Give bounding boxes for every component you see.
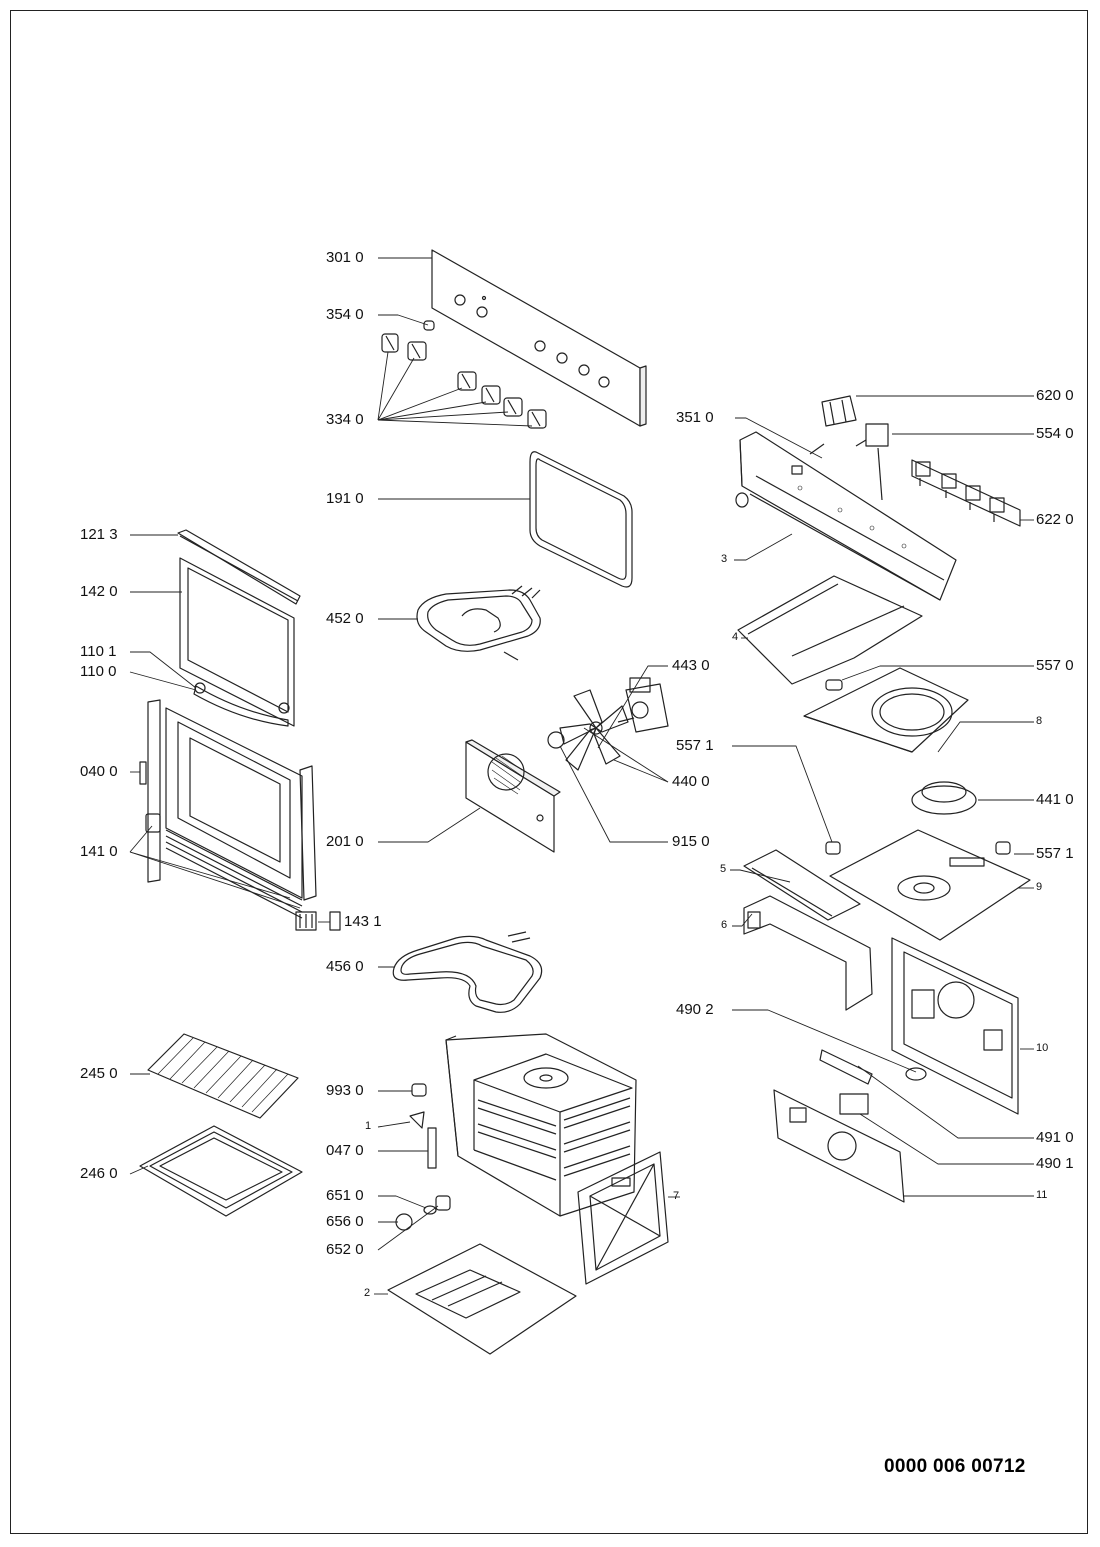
label-4400: 440 0	[672, 773, 710, 790]
thermostat	[855, 423, 889, 501]
lower-heating-element	[392, 931, 543, 1013]
bottom-plate	[387, 1243, 577, 1355]
label-6560: 656 0	[326, 1213, 364, 1230]
label-6200: 620 0	[1036, 387, 1074, 404]
fan-nut	[547, 731, 565, 749]
label-9930: 993 0	[326, 1082, 364, 1099]
air-duct	[743, 849, 861, 921]
label-6510: 651 0	[326, 1187, 364, 1204]
door-gasket	[529, 451, 633, 588]
label-1101: 110 1	[80, 643, 117, 660]
side-bracket	[743, 895, 873, 1011]
cavity-rear-plate	[577, 1151, 669, 1285]
label-4410: 441 0	[1036, 791, 1074, 808]
label-5571-right: 557 1	[1036, 845, 1074, 862]
label-2460: 246 0	[80, 1165, 118, 1182]
label-4910: 491 0	[1036, 1129, 1074, 1146]
label-10: 10	[1036, 1042, 1049, 1054]
document-number: 0000 006 00712	[884, 1456, 1026, 1477]
label-1410: 141 0	[80, 843, 118, 860]
label-2: 2	[364, 1287, 371, 1299]
label-3340: 334 0	[326, 411, 364, 428]
drawing-frame	[10, 10, 1088, 1534]
label-1100: 110 0	[80, 663, 117, 680]
label-1910: 191 0	[326, 490, 364, 507]
control-board	[773, 1089, 905, 1203]
cooling-fan	[911, 781, 977, 815]
rear-panel	[891, 937, 1019, 1115]
fan-cover-panel	[465, 739, 561, 853]
label-2010: 201 0	[326, 833, 364, 850]
label-3010: 301 0	[326, 249, 364, 266]
label-6220: 622 0	[1036, 511, 1074, 528]
oven-cavity	[445, 1033, 637, 1217]
label-6520: 652 0	[326, 1241, 364, 1258]
label-1420: 142 0	[80, 583, 118, 600]
electronic-parts	[819, 1049, 927, 1115]
label-4901: 490 1	[1036, 1155, 1074, 1172]
thermal-cutout	[825, 679, 843, 691]
label-1: 1	[365, 1120, 372, 1132]
label-3: 3	[721, 553, 728, 565]
top-heat-shield	[737, 575, 923, 685]
label-4902: 490 2	[676, 1001, 714, 1018]
label-4: 4	[732, 631, 739, 643]
label-1213: 121 3	[80, 526, 118, 543]
label-7: 7	[673, 1190, 680, 1202]
label-9: 9	[1036, 881, 1043, 893]
outer-door-glass	[179, 557, 295, 727]
selector-switch	[821, 395, 857, 427]
door-top-trim	[177, 529, 301, 605]
label-4430: 443 0	[672, 657, 710, 674]
label-5570: 557 0	[1036, 657, 1074, 674]
inner-door-assembly	[145, 699, 317, 931]
leader-lines	[129, 257, 1034, 1295]
control-chassis	[735, 431, 957, 601]
fan-blade	[559, 689, 629, 771]
label-5: 5	[720, 863, 727, 875]
label-1431: 143 1	[344, 913, 382, 930]
top-heating-element	[416, 585, 541, 661]
switch-bank	[911, 459, 1021, 527]
label-3510: 351 0	[676, 409, 714, 426]
small-parts	[395, 1083, 451, 1231]
label-6: 6	[721, 919, 728, 931]
label-8: 8	[1036, 715, 1043, 727]
indicator-lamp	[423, 320, 435, 331]
label-0400: 040 0	[80, 763, 118, 780]
door-handle	[193, 682, 290, 727]
label-2450: 245 0	[80, 1065, 118, 1082]
hinge-bracket	[329, 911, 341, 931]
label-5540: 554 0	[1036, 425, 1074, 442]
oven-rack	[147, 1033, 299, 1119]
label-0470: 047 0	[326, 1142, 364, 1159]
label-4560: 456 0	[326, 958, 364, 975]
fan-housing-plate	[803, 667, 969, 753]
label-4520: 452 0	[326, 610, 364, 627]
door-hinge	[139, 761, 147, 785]
label-5571-left: 557 1	[676, 737, 714, 754]
cooling-duct-plate	[829, 829, 1031, 941]
control-panel	[431, 249, 647, 427]
label-9150: 915 0	[672, 833, 710, 850]
label-11: 11	[1036, 1189, 1048, 1201]
baking-tray	[139, 1125, 303, 1217]
label-3540: 354 0	[326, 306, 364, 323]
knobs	[381, 333, 547, 429]
thermal-fuses	[825, 841, 1011, 855]
fan-motor	[617, 677, 669, 733]
